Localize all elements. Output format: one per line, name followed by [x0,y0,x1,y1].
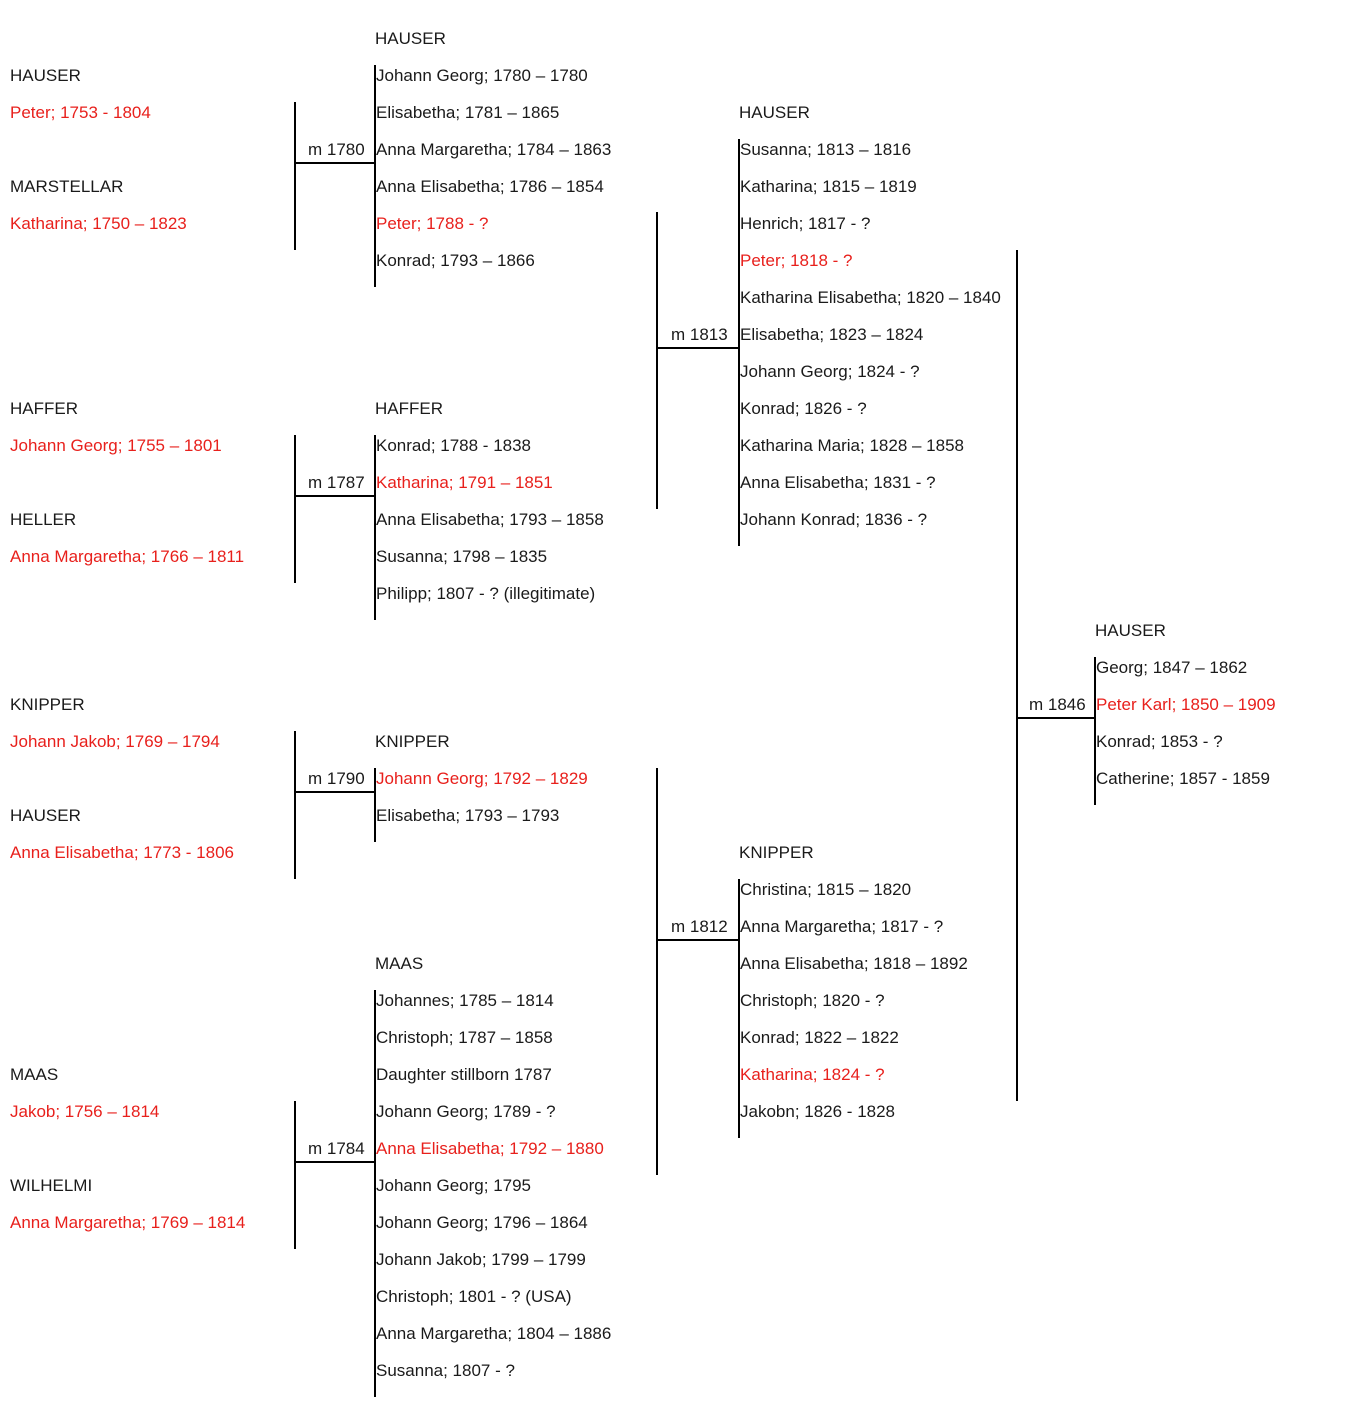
child-1812-2: Anna Elisabetha; 1818 – 1892 [740,954,968,973]
children-surname-1787: HAFFER [375,399,443,418]
marriage-label-1787: m 1787 [308,473,365,492]
couple-bracket-1784 [294,1101,296,1249]
child-1784-4: Anna Elisabetha; 1792 – 1880 [376,1139,604,1158]
husband-surname-1790: KNIPPER [10,695,85,714]
children-bar-1780 [374,65,376,287]
children-bar-1787 [374,435,376,620]
child-1813-0: Susanna; 1813 – 1816 [740,140,912,159]
child-1813-3: Peter; 1818 - ? [740,251,853,270]
child-1812-1: Anna Margaretha; 1817 - ? [740,917,944,936]
child-1787-2: Anna Elisabetha; 1793 – 1858 [376,510,604,529]
child-1813-8: Katharina Maria; 1828 – 1858 [740,436,964,455]
marriage-link-1784 [294,1161,376,1163]
wife-surname-1790: HAUSER [10,806,81,825]
husband-surname-1784: MAAS [10,1065,59,1084]
children-bar-1812 [738,879,740,1138]
couple-bracket-1812 [656,768,658,1175]
child-1812-3: Christoph; 1820 - ? [740,991,885,1010]
husband-surname-1780: HAUSER [10,66,81,85]
wife-name-1787: Anna Margaretha; 1766 – 1811 [10,547,245,566]
marriage-link-1846 [1016,717,1096,719]
children-surname-1846: HAUSER [1095,621,1166,640]
children-bar-1784 [374,990,376,1397]
child-1784-6: Johann Georg; 1796 – 1864 [376,1213,588,1232]
child-1813-5: Elisabetha; 1823 – 1824 [740,325,924,344]
wife-surname-1787: HELLER [10,510,77,529]
marriage-label-1813: m 1813 [671,325,728,344]
child-1780-1: Elisabetha; 1781 – 1865 [376,103,560,122]
children-bar-1813 [738,139,740,546]
child-1813-9: Anna Elisabetha; 1831 - ? [740,473,936,492]
child-1784-3: Johann Georg; 1789 - ? [376,1102,556,1121]
child-1813-7: Konrad; 1826 - ? [740,399,867,418]
children-surname-1813: HAUSER [739,103,810,122]
child-1784-10: Susanna; 1807 - ? [376,1361,515,1380]
marriage-label-1784: m 1784 [308,1139,365,1158]
child-1812-4: Konrad; 1822 – 1822 [740,1028,899,1047]
wife-name-1780: Katharina; 1750 – 1823 [10,214,187,233]
child-1787-4: Philipp; 1807 - ? (illegitimate) [376,584,596,603]
child-1787-0: Konrad; 1788 - 1838 [376,436,532,455]
husband-name-1787: Johann Georg; 1755 – 1801 [10,436,222,455]
child-1846-2: Konrad; 1853 - ? [1096,732,1223,751]
child-1780-2: Anna Margaretha; 1784 – 1863 [376,140,612,159]
child-1780-4: Peter; 1788 - ? [376,214,489,233]
child-1812-6: Jakobn; 1826 - 1828 [740,1102,896,1121]
couple-bracket-1790 [294,731,296,879]
couple-bracket-1787 [294,435,296,583]
marriage-link-1790 [294,791,376,793]
child-1787-1: Katharina; 1791 – 1851 [376,473,553,492]
child-1780-5: Konrad; 1793 – 1866 [376,251,535,270]
children-surname-1780: HAUSER [375,29,446,48]
children-bar-1846 [1094,657,1096,805]
child-1784-0: Johannes; 1785 – 1814 [376,991,554,1010]
child-1846-1: Peter Karl; 1850 – 1909 [1096,695,1276,714]
marriage-label-1780: m 1780 [308,140,365,159]
children-surname-1790: KNIPPER [375,732,450,751]
marriage-link-1812 [656,939,739,941]
child-1790-1: Elisabetha; 1793 – 1793 [376,806,560,825]
children-surname-1784: MAAS [375,954,424,973]
child-1812-5: Katharina; 1824 - ? [740,1065,885,1084]
child-1787-3: Susanna; 1798 – 1835 [376,547,548,566]
child-1813-6: Johann Georg; 1824 - ? [740,362,920,381]
child-1784-2: Daughter stillborn 1787 [376,1065,552,1084]
child-1813-10: Johann Konrad; 1836 - ? [740,510,928,529]
child-1780-3: Anna Elisabetha; 1786 – 1854 [376,177,604,196]
wife-surname-1784: WILHELMI [10,1176,93,1195]
children-surname-1812: KNIPPER [739,843,814,862]
child-1813-2: Henrich; 1817 - ? [740,214,871,233]
child-1790-0: Johann Georg; 1792 – 1829 [376,769,588,788]
child-1812-0: Christina; 1815 – 1820 [740,880,912,899]
wife-surname-1780: MARSTELLAR [10,177,124,196]
marriage-link-1787 [294,495,376,497]
marriage-link-1813 [656,347,739,349]
husband-name-1780: Peter; 1753 - 1804 [10,103,151,122]
child-1813-1: Katharina; 1815 – 1819 [740,177,917,196]
child-1780-0: Johann Georg; 1780 – 1780 [376,66,588,85]
wife-name-1784: Anna Margaretha; 1769 – 1814 [10,1213,246,1232]
child-1846-3: Catherine; 1857 - 1859 [1096,769,1270,788]
marriage-label-1790: m 1790 [308,769,365,788]
wife-name-1790: Anna Elisabetha; 1773 - 1806 [10,843,235,862]
couple-bracket-1813 [656,212,658,509]
husband-name-1790: Johann Jakob; 1769 – 1794 [10,732,220,751]
couple-bracket-1780 [294,102,296,250]
child-1784-1: Christoph; 1787 – 1858 [376,1028,553,1047]
child-1784-9: Anna Margaretha; 1804 – 1886 [376,1324,612,1343]
child-1784-7: Johann Jakob; 1799 – 1799 [376,1250,586,1269]
marriage-label-1846: m 1846 [1029,695,1086,714]
marriage-label-1812: m 1812 [671,917,728,936]
child-1784-8: Christoph; 1801 - ? (USA) [376,1287,572,1306]
husband-surname-1787: HAFFER [10,399,78,418]
marriage-link-1780 [294,162,376,164]
husband-name-1784: Jakob; 1756 – 1814 [10,1102,160,1121]
couple-bracket-1846 [1016,250,1018,1101]
child-1813-4: Katharina Elisabetha; 1820 – 1840 [740,288,1001,307]
children-bar-1790 [374,768,376,842]
child-1846-0: Georg; 1847 – 1862 [1096,658,1248,677]
child-1784-5: Johann Georg; 1795 [376,1176,532,1195]
